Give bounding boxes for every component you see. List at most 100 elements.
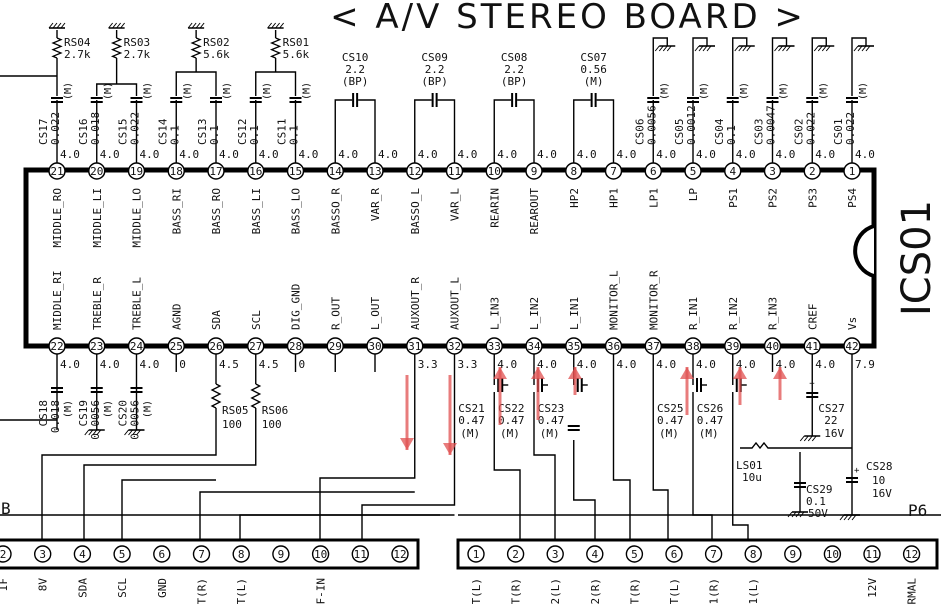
capacitor-ref: CS21: [458, 402, 485, 415]
ground-symbol: [774, 45, 795, 52]
pin-voltage: 4.5: [259, 358, 279, 371]
ground-symbol: [654, 45, 676, 52]
wire: [740, 441, 852, 450]
pin-circle: [113, 545, 131, 563]
pin-number: 8: [238, 548, 245, 561]
capacitor-value: 0.0056: [89, 400, 102, 440]
capacitor-type: (M): [222, 82, 233, 100]
wire: [121, 479, 216, 540]
pin-circle: [207, 162, 225, 180]
pin-name: BASSO_R: [329, 188, 342, 235]
capacitor-value: 22: [824, 414, 837, 427]
ground-hatch: [52, 22, 58, 29]
connector-pin: 11: [351, 545, 369, 563]
resistor-symbol: [190, 37, 202, 59]
pin-voltage: 4.0: [140, 148, 160, 161]
wire: [493, 99, 512, 150]
pin-name: Vs: [846, 317, 859, 330]
capacitor-symbol: [696, 378, 702, 392]
pin-number: 3: [39, 548, 46, 561]
input-arrow-up: [773, 367, 787, 400]
polarity-mark: +: [809, 379, 815, 389]
capacitor-type: (M): [739, 82, 750, 100]
wire: [692, 37, 708, 96]
output-arrow-down: [400, 375, 414, 450]
pin-circle: [232, 545, 250, 563]
ground-hatch: [275, 22, 281, 29]
pin-name: BASS_RO: [210, 188, 223, 234]
pin-voltage: 4.0: [736, 148, 756, 161]
pin-circle: [366, 337, 384, 355]
pin-number: 11: [448, 165, 461, 178]
capacitor-ref: CS16: [77, 119, 90, 146]
connector-signal: SDA: [76, 578, 89, 598]
ground-hatch: [839, 514, 845, 521]
pin-circle: [863, 545, 881, 563]
pin-voltage: 4.0: [776, 148, 796, 161]
capacitor-symbol: [567, 425, 580, 431]
pin-name: L_OUT: [369, 297, 382, 330]
ground-symbol: [734, 45, 755, 52]
bottom-pin-row: 224.0MIDDLE_RI234.0TREBLE_R244.0TREBLE_L…: [48, 270, 875, 372]
connector-pin: 10F-IN: [311, 545, 330, 604]
pin-number: 13: [368, 165, 381, 178]
pin-circle: [565, 162, 583, 180]
capacitor-ref: CS06: [633, 119, 646, 146]
ground-hatch: [847, 514, 853, 521]
pin-number: 10: [488, 165, 501, 178]
pin-name: TREBLE_R: [91, 277, 104, 330]
pin-voltage: 4.0: [338, 148, 358, 161]
pin-name: LP: [687, 188, 700, 202]
capacitor-ref: CS19: [77, 400, 90, 427]
pin-voltage: 4.0: [378, 148, 398, 161]
capacitor-value: 2.2: [504, 63, 524, 76]
resistor-symbol: [269, 37, 282, 59]
connector-signal: SCL: [116, 578, 129, 598]
arrow-head: [680, 367, 694, 379]
pin-name: MIDDLE_LO: [131, 188, 144, 248]
pin-circle: [625, 545, 644, 563]
pin-voltage: 4.0: [418, 148, 438, 161]
capacitor-value: 0.018: [49, 400, 62, 433]
capacitor-type: (M): [143, 400, 154, 418]
pin-number: 28: [289, 340, 302, 353]
capacitor-value: 0.0047: [765, 105, 778, 145]
pin-voltage: 4.0: [776, 358, 796, 371]
resistor-value: 2.7k: [64, 48, 91, 61]
pin-number: 9: [531, 165, 538, 178]
capacitor-type: (M): [182, 82, 193, 100]
pin-number: 9: [789, 548, 796, 561]
pin-circle: [506, 545, 525, 563]
pin-voltage: 7.9: [855, 358, 875, 371]
ground-symbol: [787, 511, 808, 518]
connector-signal: 8V: [37, 578, 50, 592]
ground-hatch: [132, 429, 137, 436]
pin-circle: [311, 545, 330, 563]
pin-number: 24: [130, 340, 144, 353]
capacitor-type: (M): [63, 400, 74, 418]
pin-number: 2: [0, 548, 6, 561]
pin-circle: [843, 162, 861, 180]
ground-hatch: [124, 429, 129, 436]
pin-number: 36: [607, 340, 620, 353]
signal-arrows: [400, 367, 787, 455]
pin-name: AUXOUT_L: [449, 277, 462, 330]
